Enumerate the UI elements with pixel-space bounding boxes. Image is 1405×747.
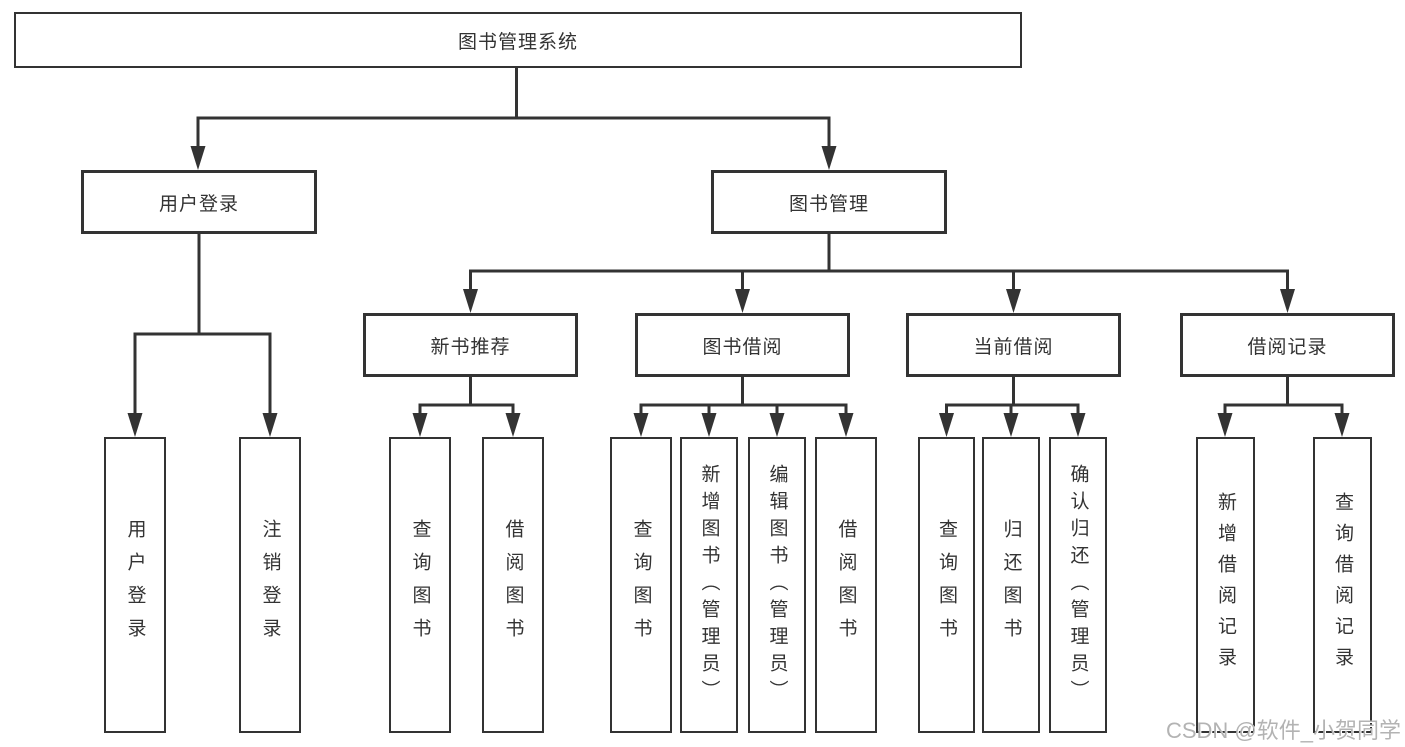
leaf-return-books: 归还图书 — [982, 437, 1040, 733]
leaf-query-books-recommend: 查询图书 — [389, 437, 451, 733]
leaf-label: 查询借阅记录 — [1332, 492, 1353, 678]
leaf-label: 借阅图书 — [502, 519, 524, 651]
node-borrow-records: 借阅记录 — [1180, 313, 1395, 377]
leaf-label: 新增图书（管理员） — [698, 463, 720, 707]
node-book-management: 图书管理 — [711, 170, 947, 234]
node-label: 图书借阅 — [702, 336, 783, 358]
leaf-label: 注销登录 — [259, 519, 281, 651]
leaf-borrow-books-recommend: 借阅图书 — [482, 437, 544, 733]
leaf-label: 查询图书 — [936, 519, 957, 651]
leaf-label: 新增借阅记录 — [1215, 492, 1236, 678]
leaf-confirm-return-admin: 确认归还（管理员） — [1049, 437, 1107, 733]
leaf-label: 编辑图书（管理员） — [766, 463, 788, 707]
node-current-borrow: 当前借阅 — [906, 313, 1121, 377]
node-new-book-recommend: 新书推荐 — [363, 313, 578, 377]
leaf-query-borrow-record: 查询借阅记录 — [1313, 437, 1372, 733]
leaf-label: 归还图书 — [1000, 519, 1022, 651]
leaf-query-books-current: 查询图书 — [918, 437, 975, 733]
leaf-user-login: 用户登录 — [104, 437, 166, 733]
leaf-edit-books-admin: 编辑图书（管理员） — [748, 437, 806, 733]
node-user-login: 用户登录 — [81, 170, 317, 234]
leaf-query-books-borrow: 查询图书 — [610, 437, 672, 733]
node-library-management-system: 图书管理系统 — [14, 12, 1022, 68]
node-book-borrow: 图书借阅 — [635, 313, 850, 377]
leaf-label: 查询图书 — [409, 519, 431, 651]
node-label: 当前借阅 — [973, 336, 1054, 358]
leaf-label: 借阅图书 — [835, 519, 857, 651]
node-label: 用户登录 — [158, 193, 239, 215]
node-label: 借阅记录 — [1247, 336, 1328, 358]
node-label: 图书管理系统 — [457, 31, 578, 53]
leaf-add-borrow-record: 新增借阅记录 — [1196, 437, 1255, 733]
leaf-label: 确认归还（管理员） — [1067, 463, 1089, 707]
node-label: 新书推荐 — [430, 336, 511, 358]
leaf-label: 查询图书 — [630, 519, 652, 651]
leaf-borrow-books: 借阅图书 — [815, 437, 877, 733]
node-label: 图书管理 — [788, 193, 869, 215]
leaf-add-books-admin: 新增图书（管理员） — [680, 437, 738, 733]
leaf-label: 用户登录 — [124, 519, 146, 651]
leaf-logout-login: 注销登录 — [239, 437, 301, 733]
arrowheads — [127, 146, 1350, 437]
